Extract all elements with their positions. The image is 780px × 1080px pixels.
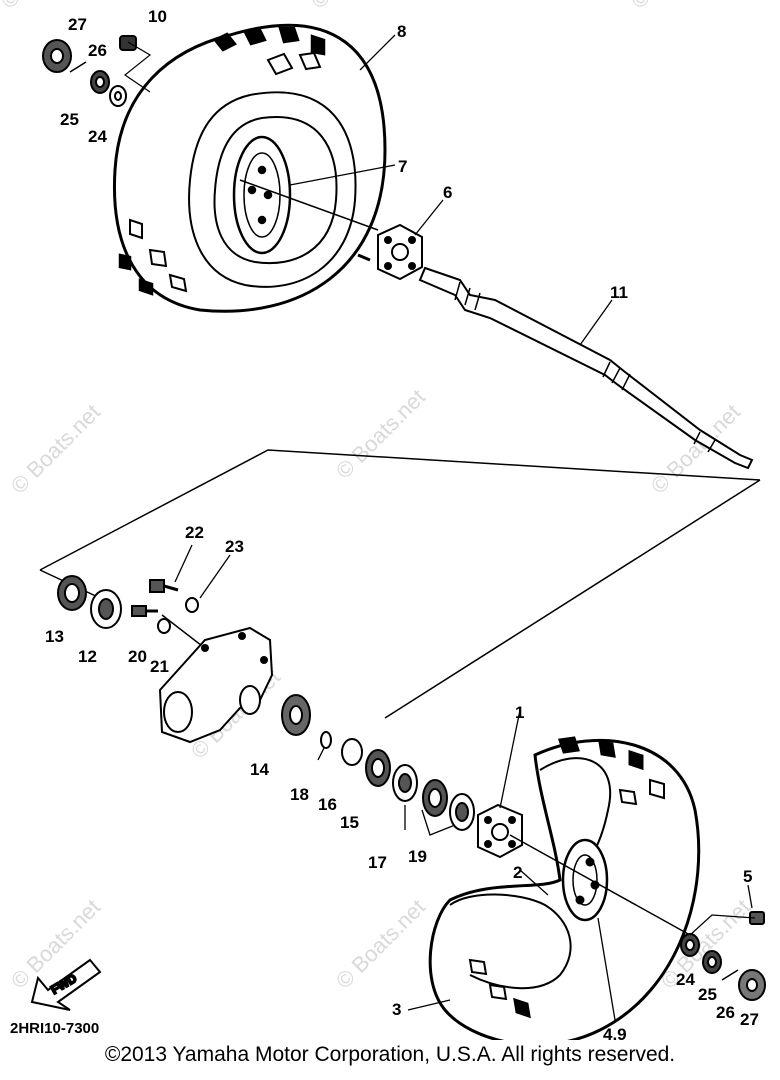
upper-hub [357, 223, 423, 281]
callout-25: 25 [60, 110, 79, 129]
upper-wheel-tire [112, 23, 387, 313]
watermark: © Boats.net [626, 0, 725, 14]
callout-2: 2 [513, 863, 522, 882]
leader-lines [174, 34, 753, 1021]
callout-22: 22 [185, 523, 204, 542]
callout-24: 24 [88, 127, 107, 146]
watermark: © Boats.net [0, 0, 95, 14]
callout-5: 5 [743, 867, 752, 886]
callout-7: 7 [398, 157, 407, 176]
callout-12: 12 [78, 647, 97, 666]
callout-15: 15 [340, 813, 359, 832]
upper-small-parts [42, 35, 152, 107]
lower-wheel-tire [428, 736, 701, 1040]
part-callouts: 27 10 26 25 24 8 7 6 11 22 23 13 12 20 2… [10, 7, 759, 1040]
callout-16: 16 [318, 795, 337, 814]
callout-27: 27 [68, 15, 87, 34]
watermark: © Boats.net [6, 399, 105, 498]
lower-gear-parts [57, 575, 475, 831]
assembly-bracket-lines [39, 449, 761, 719]
callout-13: 13 [45, 627, 64, 646]
callout-10: 10 [148, 7, 167, 26]
callout-26-lower: 26 [716, 1003, 735, 1022]
callout-23: 23 [225, 537, 244, 556]
callout-8: 8 [397, 22, 406, 41]
callout-1: 1 [515, 703, 524, 722]
diagram-code: 2HRI10-7300 [10, 1020, 99, 1037]
callout-6: 6 [443, 183, 452, 202]
watermark: © Boats.net [331, 894, 430, 993]
watermark: © Boats.net [306, 0, 405, 14]
callout-11: 11 [610, 283, 628, 302]
callout-27-lower: 27 [740, 1010, 759, 1029]
callout-17: 17 [368, 853, 387, 872]
callout-14: 14 [250, 760, 269, 779]
callout-4-9: 4,9 [603, 1025, 627, 1040]
watermark: © Boats.net [331, 384, 430, 483]
callout-20: 20 [128, 647, 147, 666]
callout-25-lower: 25 [698, 985, 717, 1004]
callout-3: 3 [392, 1000, 401, 1019]
callout-21: 21 [150, 657, 169, 676]
callout-19: 19 [408, 847, 427, 866]
rear-axle [239, 179, 754, 470]
callout-18: 18 [290, 785, 309, 804]
copyright-notice: ©2013 Yamaha Motor Corporation, U.S.A. A… [104, 1043, 676, 1066]
lower-small-parts [680, 911, 766, 1001]
callout-24-lower: 24 [676, 970, 695, 989]
callout-26: 26 [88, 41, 107, 60]
lower-hub [477, 803, 523, 859]
exploded-parts-diagram: © Boats.net © Boats.net © Boats.net © Bo… [0, 0, 766, 1040]
